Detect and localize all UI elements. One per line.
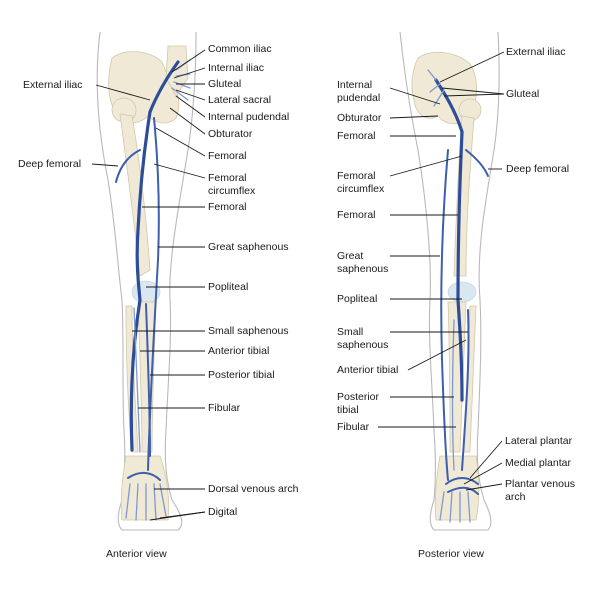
label-posterior-gluteal: Gluteal [506, 88, 539, 100]
posterior-skin-outline [399, 31, 500, 531]
label-posterior-internal-pudendal-1: Internal [337, 79, 372, 91]
label-posterior-femoral-2: Femoral [337, 209, 376, 221]
label-posterior-small-saphenous-2: saphenous [337, 339, 388, 351]
anterior-dorsal-arch-vein [127, 472, 161, 481]
label-posterior-plantar-venous-arch-2: arch [505, 491, 526, 503]
label-anterior-posterior-tibial: Posterior tibial [208, 369, 275, 381]
label-anterior-popliteal: Popliteal [208, 281, 248, 293]
label-posterior-posterior-tibial-1: Posterior [337, 391, 380, 403]
anterior-iliac-vein [148, 60, 180, 114]
label-anterior-small-saphenous: Small saphenous [208, 325, 289, 337]
label-posterior-femoral-1: Femoral [337, 130, 376, 142]
label-anterior-internal-iliac: Internal iliac [208, 62, 264, 74]
label-anterior-lateral-sacral: Lateral sacral [208, 94, 271, 106]
anterior-tibia-bone [137, 301, 157, 453]
label-posterior-medial-plantar: Medial plantar [505, 457, 571, 469]
label-posterior-femoral-circumflex-2: circumflex [337, 183, 385, 195]
posterior-small-saphenous-vein [461, 309, 470, 471]
label-anterior-obturator: Obturator [208, 128, 253, 140]
anterior-deep-femoral-vein [115, 149, 141, 183]
posterior-leader-lines [378, 51, 505, 491]
label-posterior-fibular: Fibular [337, 421, 370, 433]
anterior-sacrum-bone [165, 45, 189, 97]
caption-anterior-view: Anterior view [106, 548, 167, 560]
anterior-leader-lines [91, 49, 206, 521]
posterior-fibula-bone [463, 305, 477, 453]
anterior-posterior-tibial-vein [145, 303, 151, 457]
label-posterior-posterior-tibial-2: tibial [337, 404, 359, 416]
label-posterior-deep-femoral: Deep femoral [506, 163, 569, 175]
posterior-great-saphenous-vein [440, 149, 449, 481]
label-anterior-femoral-circumflex-1: Femoral [208, 172, 247, 184]
label-anterior-anterior-tibial: Anterior tibial [208, 345, 269, 357]
posterior-labels: External iliac Gluteal Deep femoral Inte… [337, 46, 575, 560]
anterior-femur-bone [119, 113, 151, 277]
label-posterior-internal-pudendal-2: pudendal [337, 92, 380, 104]
anterior-tibial-vein [129, 298, 142, 452]
label-anterior-great-saphenous: Great saphenous [208, 241, 289, 253]
label-anterior-external-iliac: External iliac [23, 79, 83, 91]
posterior-digital-veins [439, 491, 471, 523]
anterior-digital-veins [125, 483, 167, 521]
label-anterior-deep-femoral: Deep femoral [18, 158, 81, 170]
posterior-iliac-vein [434, 78, 464, 134]
label-anterior-fibular: Fibular [208, 402, 241, 414]
posterior-posterior-tibial-vein [451, 319, 455, 471]
posterior-leg [399, 31, 500, 531]
posterior-femoral-vein [456, 130, 464, 302]
anterior-fibular-vein [133, 307, 141, 453]
label-posterior-lateral-plantar: Lateral plantar [505, 435, 573, 447]
posterior-plantar-veins [445, 477, 479, 495]
label-anterior-gluteal: Gluteal [208, 78, 241, 90]
caption-posterior-view: Posterior view [418, 548, 484, 560]
posterior-deep-femoral-vein [465, 149, 489, 177]
label-posterior-obturator: Obturator [337, 112, 382, 124]
label-anterior-femoral-2: Femoral [208, 201, 247, 213]
label-posterior-great-saphenous-1: Great [337, 250, 363, 262]
label-anterior-femoral-1: Femoral [208, 150, 247, 162]
label-anterior-common-iliac: Common iliac [208, 43, 272, 55]
label-anterior-internal-pudendal: Internal pudendal [208, 111, 289, 123]
anterior-foot-bones [120, 455, 170, 521]
label-posterior-great-saphenous-2: saphenous [337, 263, 388, 275]
label-posterior-plantar-venous-arch-1: Plantar venous [505, 478, 575, 490]
label-anterior-digital: Digital [208, 506, 237, 518]
label-anterior-dorsal-venous-arch: Dorsal venous arch [208, 483, 299, 495]
anterior-labels: Common iliac Internal iliac Gluteal Late… [18, 43, 299, 560]
posterior-pelvic-branches [427, 69, 445, 107]
label-anterior-femoral-circumflex-2: circumflex [208, 185, 256, 197]
label-posterior-anterior-tibial: Anterior tibial [337, 364, 398, 376]
anterior-skin-outline [96, 31, 197, 531]
label-posterior-small-saphenous-1: Small [337, 326, 363, 338]
anterior-leg [96, 31, 197, 531]
posterior-popliteal-vein [456, 298, 464, 402]
label-posterior-popliteal: Popliteal [337, 293, 377, 305]
label-posterior-femoral-circumflex-1: Femoral [337, 170, 376, 182]
label-posterior-external-iliac: External iliac [506, 46, 566, 58]
anterior-femoral-vein [135, 110, 152, 302]
